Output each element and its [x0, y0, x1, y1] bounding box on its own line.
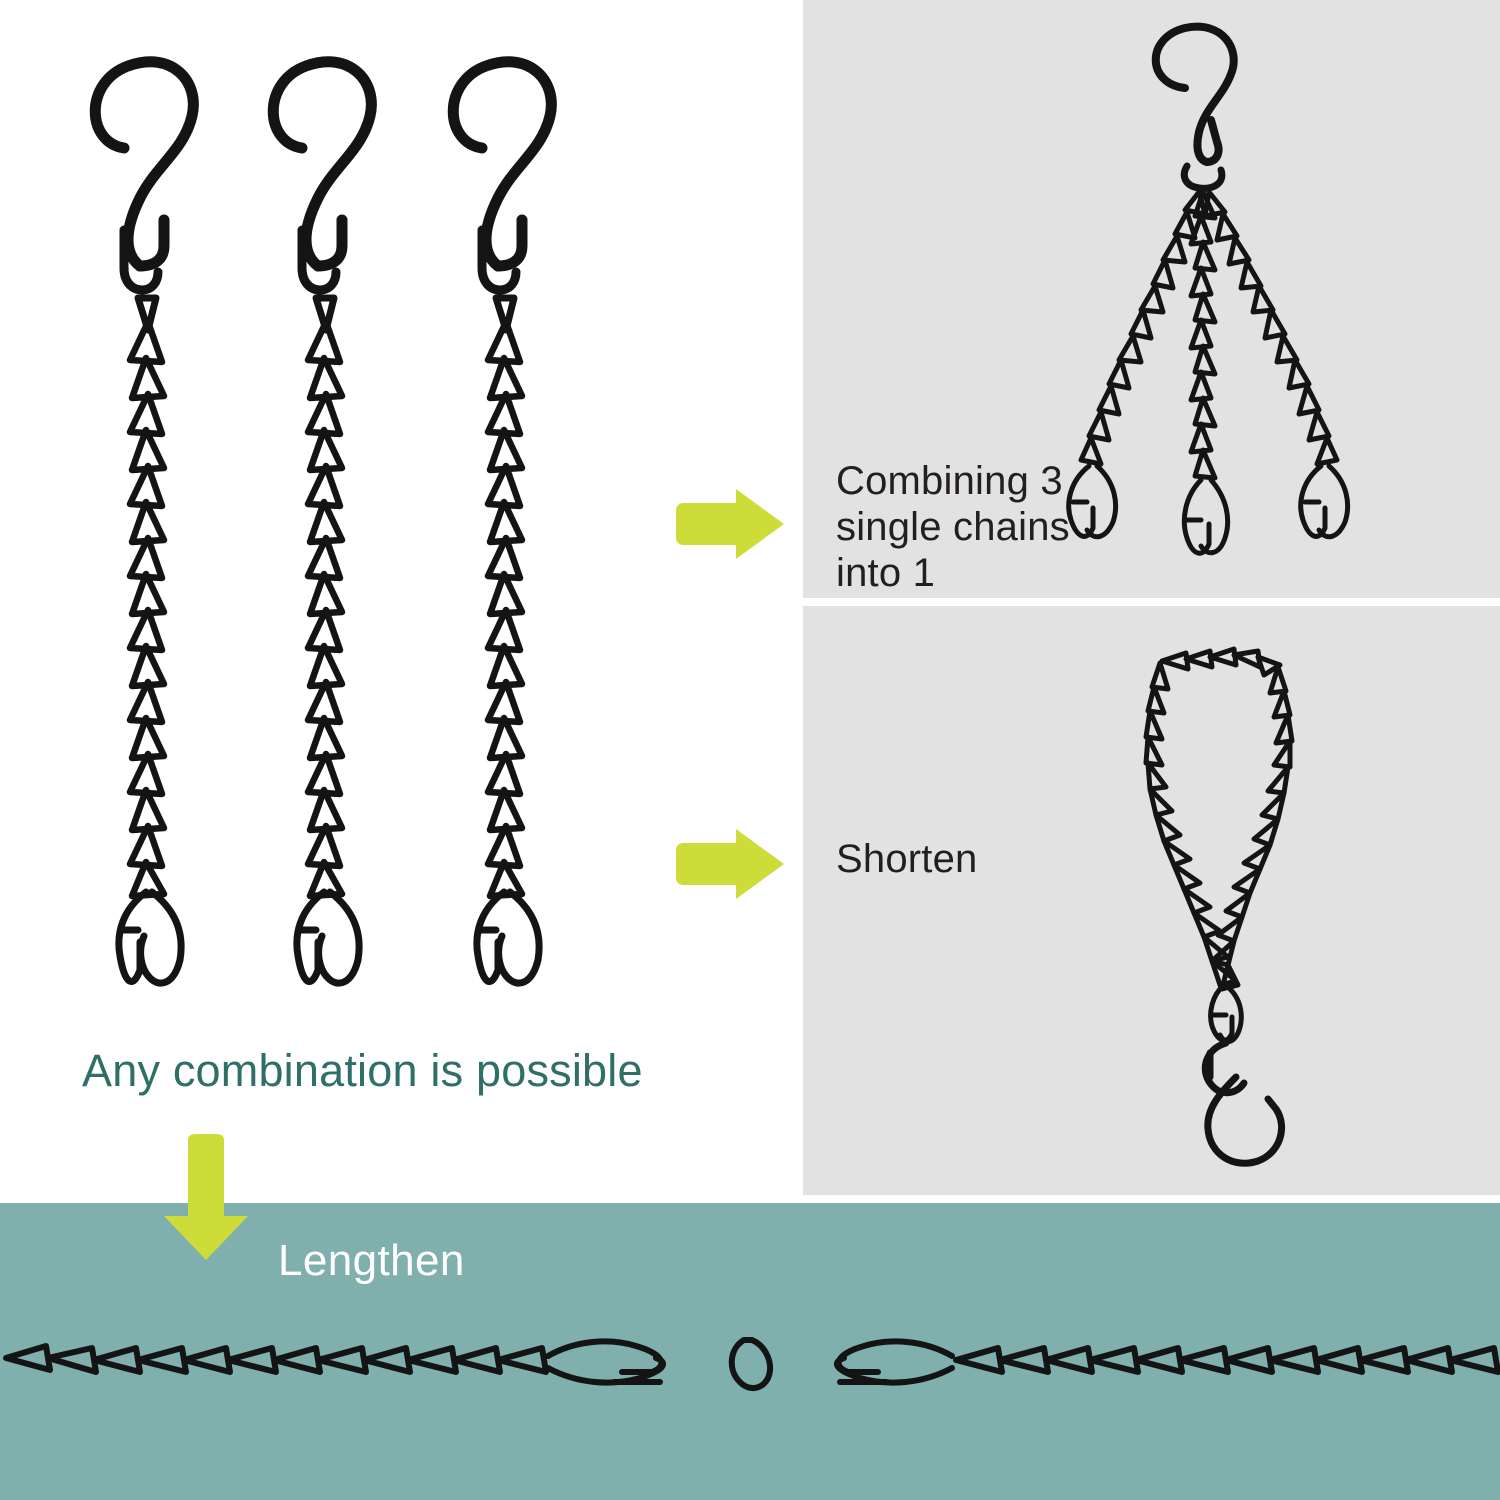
panel-combined-chains — [803, 0, 1500, 598]
combined-three-chain-assembly — [1066, 22, 1351, 556]
label-combining-three-into-one: Combining 3 single chains into 1 — [836, 459, 1070, 595]
lengthened-horizontal-chain — [3, 1337, 1500, 1391]
label-shorten: Shorten — [836, 837, 978, 881]
arrow-right-icon-combining — [676, 489, 784, 559]
single-chain-2 — [267, 56, 377, 987]
panel-single-chains — [0, 0, 803, 1195]
single-chain-3 — [447, 56, 557, 987]
shortened-chain-assembly — [1143, 646, 1295, 1167]
arrow-down-icon-lengthen — [164, 1134, 248, 1260]
single-chain-1 — [89, 56, 199, 987]
label-lengthen: Lengthen — [278, 1236, 465, 1285]
page-heading-any-combination: Any combination is possible — [82, 1045, 643, 1096]
arrow-right-icon-shorten — [676, 829, 784, 899]
